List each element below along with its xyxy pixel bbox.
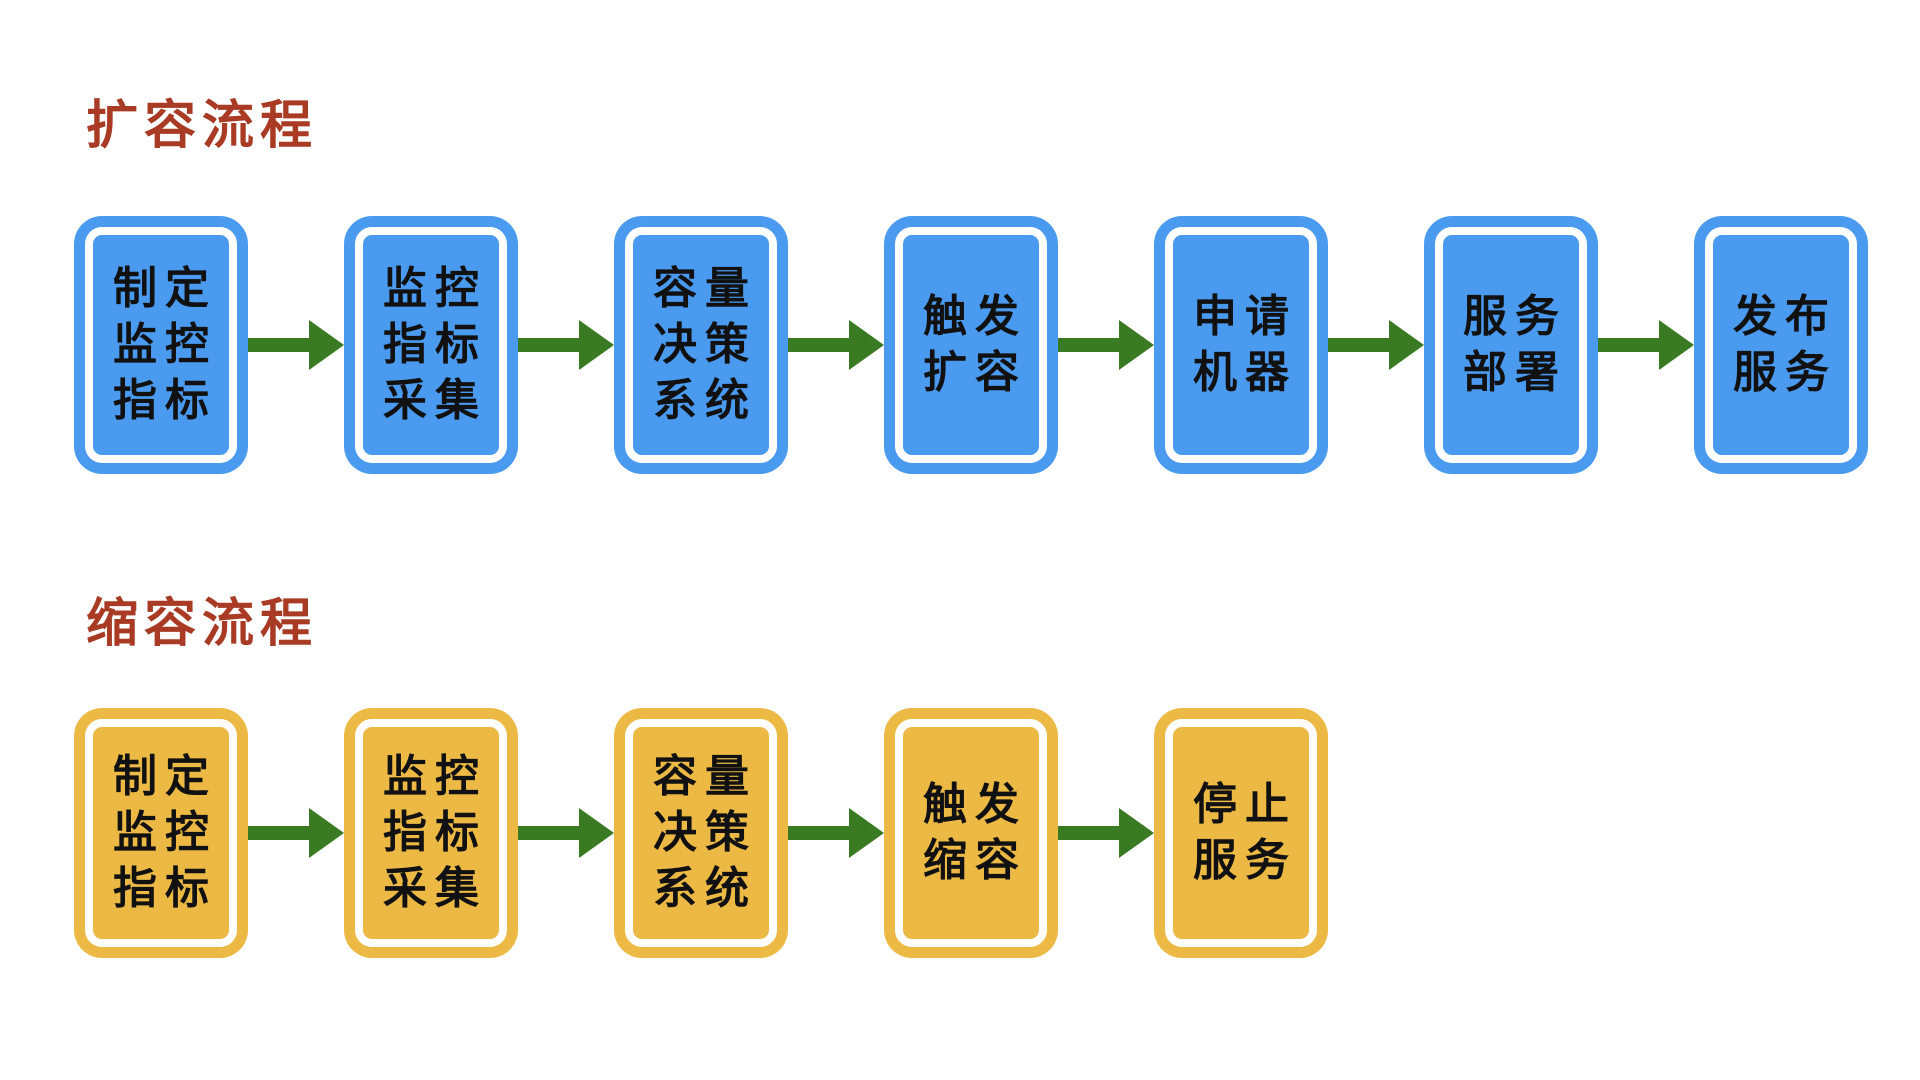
right-arrow-icon (518, 315, 614, 375)
flow-title-scale-down: 缩容流程 (86, 595, 319, 653)
flow-title-scale-up: 扩容流程 (86, 97, 319, 155)
step-box-trigger-scale-up: 触发 扩容 (884, 216, 1058, 474)
right-arrow-icon (788, 803, 884, 863)
step-label: 容量 决策 系统 (653, 263, 757, 426)
step-label: 发布 服务 (1733, 291, 1837, 397)
step-box-stop-service: 停止 服务 (1154, 708, 1328, 958)
step-label: 服务 部署 (1463, 291, 1567, 397)
step-label: 停止 服务 (1193, 779, 1297, 885)
step-box-define-metrics: 制定 监控 指标 (74, 216, 248, 474)
step-box-publish-service: 发布 服务 (1694, 216, 1868, 474)
step-label: 容量 决策 系统 (653, 751, 757, 914)
step-label: 触发 缩容 (923, 779, 1027, 885)
right-arrow-icon (518, 803, 614, 863)
step-box-trigger-scale-down: 触发 缩容 (884, 708, 1058, 958)
right-arrow-icon (248, 315, 344, 375)
right-arrow-icon (1058, 803, 1154, 863)
right-arrow-icon (1058, 315, 1154, 375)
step-label: 触发 扩容 (923, 291, 1027, 397)
step-box-deploy-service: 服务 部署 (1424, 216, 1598, 474)
step-label: 申请 机器 (1193, 291, 1297, 397)
step-box-capacity-decision: 容量 决策 系统 (614, 708, 788, 958)
right-arrow-icon (248, 803, 344, 863)
step-label: 制定 监控 指标 (113, 751, 217, 914)
right-arrow-icon (788, 315, 884, 375)
step-label: 监控 指标 采集 (383, 751, 487, 914)
step-box-collect-metrics: 监控 指标 采集 (344, 708, 518, 958)
step-box-define-metrics: 制定 监控 指标 (74, 708, 248, 958)
right-arrow-icon (1598, 315, 1694, 375)
step-label: 制定 监控 指标 (113, 263, 217, 426)
step-box-request-machines: 申请 机器 (1154, 216, 1328, 474)
flow-row-scale-down: 制定 监控 指标 监控 指标 采集 容量 决策 系统 触发 缩容 停止 服务 (74, 708, 1328, 958)
step-box-capacity-decision: 容量 决策 系统 (614, 216, 788, 474)
step-label: 监控 指标 采集 (383, 263, 487, 426)
step-box-collect-metrics: 监控 指标 采集 (344, 216, 518, 474)
flow-row-scale-up: 制定 监控 指标 监控 指标 采集 容量 决策 系统 触发 扩容 申请 机器 (74, 216, 1868, 474)
right-arrow-icon (1328, 315, 1424, 375)
